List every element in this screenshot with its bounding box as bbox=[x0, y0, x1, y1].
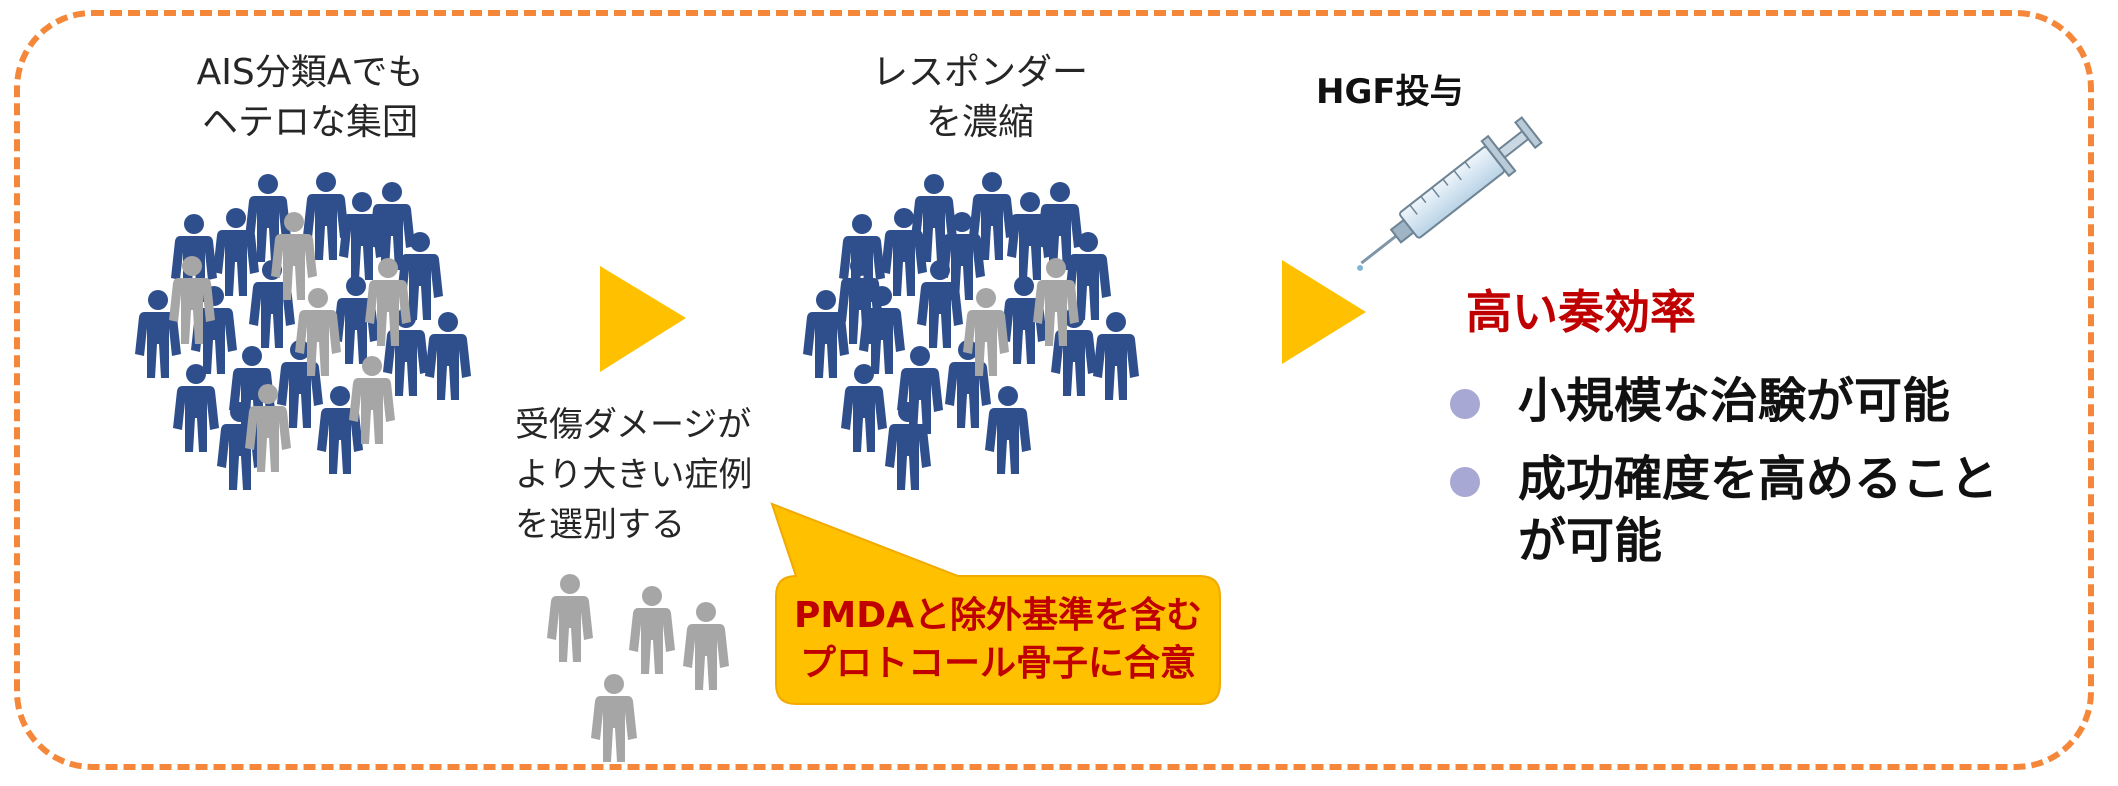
bullet-dot-icon bbox=[1450, 389, 1480, 419]
enriched-crowd bbox=[803, 172, 1139, 490]
person-icon bbox=[985, 386, 1031, 474]
bullet-item: 成功確度を高めること が可能 bbox=[1448, 448, 2088, 572]
person-icon bbox=[591, 674, 637, 762]
person-icon bbox=[1093, 312, 1139, 400]
result-bullets: 小規模な治験が可能 成功確度を高めること が可能 bbox=[1448, 370, 2088, 588]
enriched-group-label: レスポンダー を濃縮 bbox=[850, 48, 1110, 148]
callout-line: PMDAと除外基準を含む bbox=[794, 595, 1202, 636]
person-icon bbox=[173, 364, 219, 452]
label-line: 受傷ダメージが bbox=[515, 405, 752, 445]
person-icon bbox=[841, 364, 887, 452]
person-icon bbox=[629, 586, 675, 674]
label-line: を濃縮 bbox=[925, 102, 1034, 143]
heterogeneous-group-label: AIS分類Aでも ヘテロな集団 bbox=[160, 48, 460, 148]
callout-line: プロトコール骨子に合意 bbox=[799, 643, 1196, 684]
label-line: ヘテロな集団 bbox=[201, 102, 418, 143]
bullet-text: 成功確度を高めること bbox=[1518, 451, 1999, 507]
label-line: より大きい症例 bbox=[515, 455, 753, 495]
bullet-text: が可能 bbox=[1518, 513, 1663, 569]
callout-bubble bbox=[770, 502, 1221, 705]
arrow-right-icon bbox=[1282, 260, 1366, 364]
bullet-dot-icon bbox=[1450, 467, 1480, 497]
person-icon bbox=[425, 312, 471, 400]
selection-label: 受傷ダメージが より大きい症例 を選別する bbox=[515, 400, 815, 550]
dosing-label: HGF投与 bbox=[1316, 72, 1464, 112]
result-title: 高い奏効率 bbox=[1466, 285, 1696, 339]
bullet-text: 小規模な治験が可能 bbox=[1518, 373, 1951, 429]
person-icon bbox=[683, 602, 729, 690]
heterogeneous-crowd bbox=[135, 172, 471, 490]
selected-patients bbox=[547, 574, 729, 762]
bullet-item: 小規模な治験が可能 bbox=[1448, 370, 2088, 432]
person-icon bbox=[547, 574, 593, 662]
dashed-frame bbox=[14, 10, 2094, 770]
label-line: を選別する bbox=[515, 505, 685, 545]
syringe-icon bbox=[1357, 116, 1543, 271]
label-line: レスポンダー bbox=[871, 52, 1088, 93]
label-line: AIS分類Aでも bbox=[196, 52, 424, 93]
callout-text: PMDAと除外基準を含む プロトコール骨子に合意 bbox=[776, 592, 1220, 688]
arrow-right-icon bbox=[600, 266, 686, 372]
